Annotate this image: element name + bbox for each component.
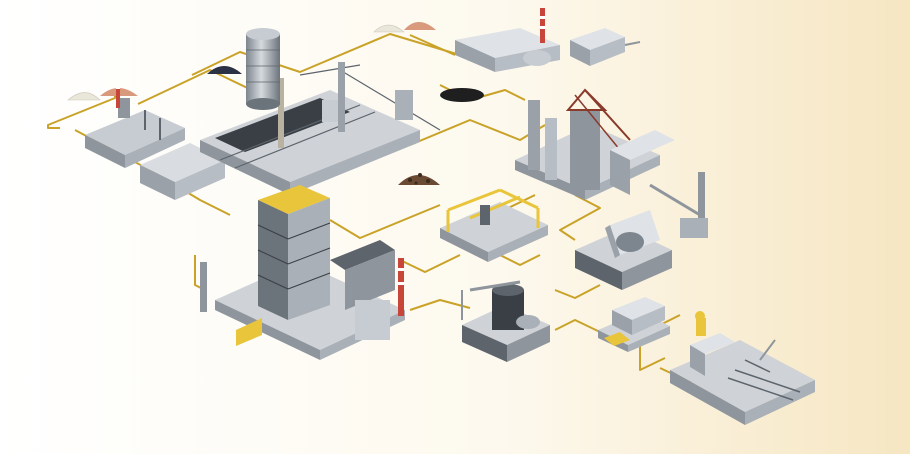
raw-material-piles: [67, 22, 484, 185]
blast-furnace: [515, 88, 708, 238]
direct-reduction-plant: [200, 185, 405, 360]
connector-dr-crane: [329, 204, 441, 239]
converter: [575, 210, 672, 290]
coke-pile: [440, 88, 484, 102]
connector-crane-eaf: [399, 254, 461, 273]
scrap-yard-crane: [440, 188, 548, 262]
connector-sinter-coke: [137, 69, 263, 105]
electric-arc-furnace: [461, 280, 550, 362]
limestone-pile-2: [373, 24, 405, 33]
iron-ore-pile-2: [404, 22, 436, 30]
coal-pile: [207, 66, 242, 74]
scrap-texture: [408, 173, 430, 185]
ladle-furnace: [598, 297, 670, 352]
gas-holder: [246, 28, 280, 110]
sinter-plant: [85, 86, 225, 200]
limestone-pile: [67, 92, 101, 101]
connector-dr-eaf: [409, 299, 471, 311]
pellet-plant: [455, 8, 641, 72]
connector-top-loop: [191, 33, 471, 76]
connector-crane-converter: [499, 254, 541, 266]
coke-oven-battery: [200, 62, 441, 195]
connector-piles-pellet: [409, 34, 456, 56]
scrap-pile: [398, 175, 440, 185]
connector-eaf-ladle: [554, 319, 601, 333]
connector-blast-converter: [559, 194, 601, 241]
connector-ladle-rolling: [639, 345, 666, 371]
connector-converter-ladle: [554, 284, 601, 299]
rolling-mill: [670, 311, 815, 425]
